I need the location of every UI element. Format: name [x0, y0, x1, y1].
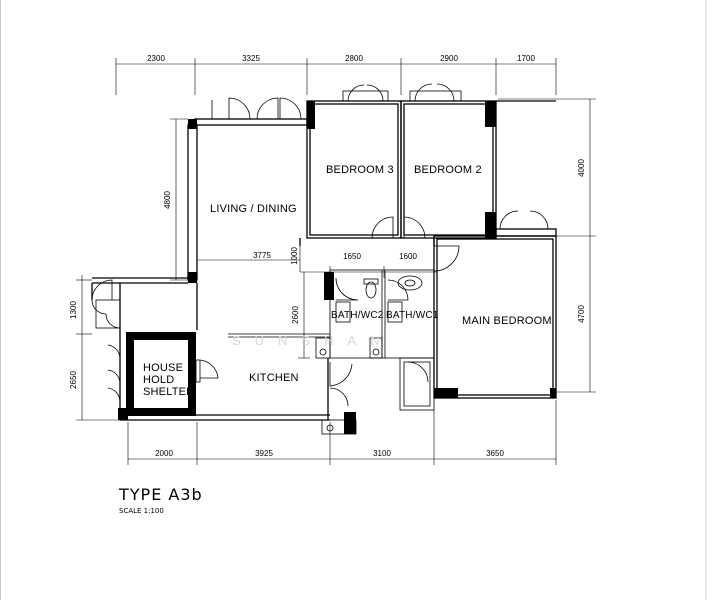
room-label-bedroom-2: BEDROOM 2: [414, 164, 482, 176]
plan-scale: SCALE 1:100: [119, 507, 164, 515]
dim-right-2: 4700: [577, 305, 586, 323]
room-label-bedroom-3: BEDROOM 3: [326, 164, 394, 176]
room-label-living-dining: LIVING / DINING: [210, 203, 297, 215]
structural-columns: [118, 101, 556, 434]
dim-top-3: 2800: [345, 54, 363, 63]
room-label-kitchen: KITCHEN: [249, 372, 299, 384]
dim-top-5: 1700: [517, 54, 535, 63]
dim-corridor: 1000: [290, 247, 299, 265]
dim-bottom-4: 3650: [486, 449, 504, 458]
dim-bottom-1: 2000: [155, 449, 173, 458]
dim-top-4: 2900: [440, 54, 458, 63]
dim-top-1: 2300: [147, 54, 165, 63]
dim-left-3: 2650: [69, 371, 78, 389]
dim-bath2-width: 1650: [343, 252, 361, 261]
dim-bath1-width: 1600: [399, 252, 417, 261]
room-label-bath-wc2: BATH/WC2: [331, 310, 384, 321]
dim-living-width: 3775: [253, 251, 271, 260]
room-label-bath-wc1: BATH/WC1: [386, 310, 439, 321]
door-swings: [91, 83, 549, 407]
dim-bottom-3: 3100: [373, 449, 391, 458]
room-label-shelter-2: HOLD: [143, 374, 174, 386]
household-shelter-interior: [134, 340, 188, 408]
dim-right-1: 4000: [577, 159, 586, 177]
dim-bath-height: 2600: [291, 306, 300, 324]
plan-title: TYPE A3b: [118, 485, 203, 504]
dimension-line-left: [76, 118, 188, 421]
room-label-main-bedroom: MAIN BEDROOM: [462, 315, 552, 327]
dimension-line-top: [115, 58, 557, 95]
bath-fixtures: [315, 275, 423, 435]
dimension-line-right: [498, 98, 596, 393]
room-label-shelter-1: HOUSE: [143, 362, 183, 374]
dim-top-2: 3325: [242, 54, 260, 63]
dim-bottom-2: 3925: [255, 449, 273, 458]
dim-left-2: 1300: [69, 301, 78, 319]
watermark: SUNSHAN: [232, 333, 394, 348]
room-label-shelter-3: SHELTER: [143, 386, 194, 398]
dimension-line-bottom: [127, 400, 557, 465]
dim-left-1: 4800: [163, 191, 172, 209]
